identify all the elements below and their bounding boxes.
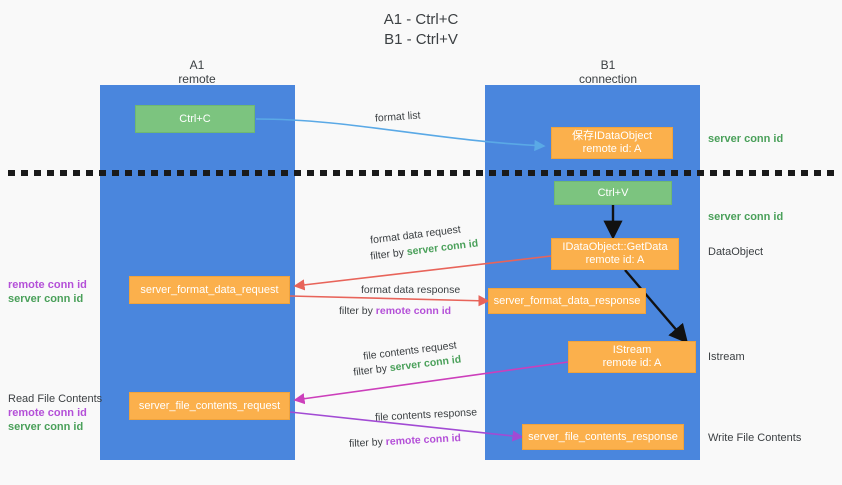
node-ctrl-c[interactable]: Ctrl+C	[135, 105, 255, 133]
page-title: A1 - Ctrl+C B1 - Ctrl+V	[383, 11, 459, 48]
filter-prefix-3: filter by	[352, 362, 391, 379]
label-server-conn-id-mid: server conn id	[708, 211, 784, 223]
edge-label-format-data-response: format data response	[361, 284, 461, 296]
label-file-conn-stack: Read File Contents remote conn id server…	[8, 392, 102, 434]
label-write-file-contents: Write File Contents	[708, 432, 802, 444]
filter-prefix-1: filter by	[369, 246, 408, 263]
b1-column-header: B1 connection	[578, 58, 638, 86]
node-ctrl-v[interactable]: Ctrl+V	[554, 181, 672, 205]
label-server-conn-id-top: server conn id	[708, 133, 784, 145]
filter-prefix-4: filter by	[348, 436, 387, 450]
a1-column-header: A1 remote	[178, 58, 216, 86]
node-save-idataobject[interactable]: 保存IDataObject remote id: A	[551, 127, 673, 159]
edge-label-format-data-response-filter: filter by remote conn id	[339, 304, 451, 319]
node-server-file-contents-response[interactable]: server_file_contents_response	[522, 424, 684, 450]
node-server-format-data-response[interactable]: server_format_data_response	[488, 288, 646, 314]
filter-key-remote-conn-id-2: remote conn id	[385, 432, 462, 448]
label-istream: Istream	[708, 351, 745, 363]
label-server-conn-id-format: server conn id	[8, 293, 84, 305]
node-server-file-contents-request[interactable]: server_file_contents_request	[129, 392, 290, 420]
label-format-conn-stack: remote conn id server conn id	[8, 278, 87, 306]
label-server-conn-id-file: server conn id	[8, 421, 84, 433]
node-istream[interactable]: IStream remote id: A	[568, 341, 696, 373]
label-dataobject: DataObject	[708, 246, 764, 258]
edge-label-file-contents-response: file contents response	[374, 406, 478, 424]
filter-prefix-2: filter by	[339, 305, 376, 317]
edge-label-format-list: format list	[374, 109, 421, 125]
edge-label-file-contents-response-filter: filter by remote conn id	[349, 431, 462, 452]
label-remote-conn-id-file: remote conn id	[8, 407, 87, 419]
node-idataobject-getdata[interactable]: IDataObject::GetData remote id: A	[551, 238, 679, 270]
label-read-file-contents: Read File Contents	[8, 393, 103, 405]
node-server-format-data-request[interactable]: server_format_data_request	[129, 276, 290, 304]
phase-divider	[8, 170, 834, 176]
label-remote-conn-id-format: remote conn id	[8, 279, 87, 291]
filter-key-remote-conn-id-1: remote conn id	[375, 305, 452, 317]
